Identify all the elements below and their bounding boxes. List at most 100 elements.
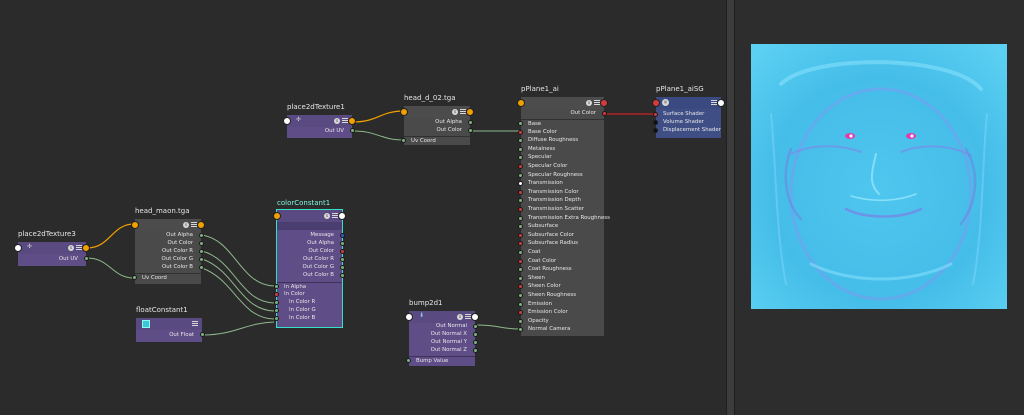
attribute-view-icon[interactable] [192, 321, 198, 327]
attribute-port[interactable] [518, 267, 523, 273]
wire-headmaon-incolor-g[interactable] [201, 258, 275, 312]
in-alpha-port[interactable] [274, 284, 279, 289]
attribute-port[interactable] [518, 301, 523, 307]
swatch-mode-icon[interactable]: s [457, 314, 463, 320]
displacement-shader-port[interactable] [653, 128, 658, 133]
attribute-port[interactable] [518, 146, 523, 152]
node-pplane1-aisg[interactable]: pPlane1_aiSG ◎ Surface Shader Volume Sha… [652, 85, 725, 138]
attribute-port[interactable] [518, 121, 523, 126]
output-port[interactable] [466, 108, 474, 116]
swatch-mode-icon[interactable]: s [68, 245, 74, 251]
uv-coord-port[interactable] [132, 275, 137, 280]
attribute-port[interactable] [518, 172, 523, 178]
attribute-port[interactable] [518, 164, 523, 169]
bump-value-port[interactable] [406, 358, 411, 363]
swatch-mode-icon[interactable]: s [334, 118, 340, 124]
attribute-port[interactable] [518, 215, 523, 221]
input-port[interactable] [14, 244, 22, 252]
output-port[interactable] [338, 212, 346, 220]
wire-headmaon-incolor-r[interactable] [201, 250, 275, 304]
in-color-r-port[interactable] [274, 300, 279, 305]
node-editor[interactable]: place2dTexture3 ✢ s Out UV head_maon.tga… [0, 0, 726, 415]
node-floatconstant1[interactable]: floatConstant1 Out Float [136, 306, 205, 342]
input-port[interactable] [273, 212, 281, 220]
wire-place2d3-headmaon[interactable] [86, 223, 135, 249]
output-port[interactable] [471, 313, 479, 321]
input-port[interactable] [400, 108, 408, 116]
out-alpha-port[interactable] [340, 241, 345, 246]
out-float-port[interactable] [200, 332, 205, 337]
attribute-view-icon[interactable] [460, 109, 466, 115]
attribute-port[interactable] [518, 327, 523, 333]
attribute-port[interactable] [518, 189, 523, 195]
wire-float-colorc[interactable] [202, 321, 275, 336]
node-head-d-02-tga[interactable]: head_d_02.tga s Out Alpha Out Color Uv C… [400, 94, 474, 145]
texture-preview-panel[interactable] [735, 0, 1024, 415]
swatch-mode-icon[interactable]: s [183, 222, 189, 228]
attribute-port[interactable] [518, 207, 523, 212]
output-port[interactable] [348, 117, 356, 125]
out-alpha-port[interactable] [199, 233, 204, 238]
attribute-port[interactable] [518, 284, 523, 290]
attribute-view-icon[interactable] [332, 213, 338, 219]
attribute-view-icon[interactable] [76, 245, 82, 251]
attribute-port[interactable] [518, 198, 523, 204]
node-place2dtexture3[interactable]: place2dTexture3 ✢ s Out UV [14, 230, 90, 266]
out-uv-port[interactable] [350, 128, 355, 133]
out-color-port[interactable] [602, 111, 607, 116]
swatch-mode-icon[interactable]: s [324, 213, 330, 219]
node-colorconstant1[interactable]: colorConstant1 s Message Out Alpha Out C… [273, 199, 346, 328]
attribute-view-icon[interactable] [191, 222, 197, 228]
out-normal-x-port[interactable] [473, 332, 478, 337]
wire-bump-normalcamera[interactable] [475, 324, 522, 330]
attribute-port[interactable] [518, 232, 523, 238]
output-port[interactable] [717, 99, 725, 107]
out-color-port[interactable] [199, 241, 204, 246]
in-color-port[interactable] [274, 292, 279, 297]
attribute-port[interactable] [518, 181, 523, 187]
input-port[interactable] [652, 99, 660, 107]
node-place2dtexture1[interactable]: place2dTexture1 ✢ s Out UV [283, 103, 356, 138]
in-color-b-port[interactable] [274, 316, 279, 321]
attribute-port[interactable] [518, 275, 523, 281]
wire-place2d3-uvcoord[interactable] [86, 257, 135, 279]
input-port[interactable] [405, 313, 413, 321]
attribute-view-icon[interactable] [594, 100, 600, 106]
out-color-r-port[interactable] [199, 249, 204, 254]
out-uv-port[interactable] [84, 256, 89, 261]
out-color-port[interactable] [340, 249, 345, 254]
attribute-port[interactable] [518, 155, 523, 161]
attribute-port[interactable] [518, 138, 523, 144]
out-color-b-port[interactable] [199, 265, 204, 270]
out-color-g-port[interactable] [199, 257, 204, 262]
input-port[interactable] [517, 99, 525, 107]
attribute-port[interactable] [518, 318, 523, 324]
message-port[interactable] [340, 233, 345, 238]
swatch-mode-icon[interactable]: s [586, 100, 592, 106]
volume-shader-port[interactable] [653, 120, 658, 125]
attribute-view-icon[interactable] [465, 314, 471, 320]
node-head-maon-tga[interactable]: head_maon.tga s Out Alpha Out Color Out … [131, 207, 205, 284]
out-alpha-port[interactable] [468, 120, 473, 125]
wire-headmaon-incolor-b[interactable] [201, 267, 275, 320]
out-color-r-port[interactable] [340, 257, 345, 262]
attribute-port[interactable] [518, 258, 523, 264]
node-bump2d1[interactable]: bump2d1 ⬇ s Out Normal Out Normal X Out … [405, 299, 479, 366]
output-port[interactable] [600, 99, 608, 107]
attribute-port[interactable] [518, 224, 523, 230]
attribute-view-icon[interactable] [711, 100, 717, 106]
in-color-g-port[interactable] [274, 308, 279, 313]
swatch-mode-icon[interactable]: s [452, 109, 458, 115]
output-port[interactable] [197, 221, 205, 229]
attribute-port[interactable] [518, 293, 523, 298]
out-color-b-port[interactable] [340, 273, 345, 278]
attribute-view-icon[interactable] [342, 118, 348, 124]
output-port[interactable] [82, 244, 90, 252]
input-port[interactable] [131, 221, 139, 229]
out-normal-y-port[interactable] [473, 340, 478, 345]
attribute-port[interactable] [518, 241, 523, 247]
out-color-port[interactable] [468, 128, 473, 133]
wire-place2d1-headd[interactable] [352, 110, 405, 123]
uv-coord-port[interactable] [401, 138, 406, 143]
